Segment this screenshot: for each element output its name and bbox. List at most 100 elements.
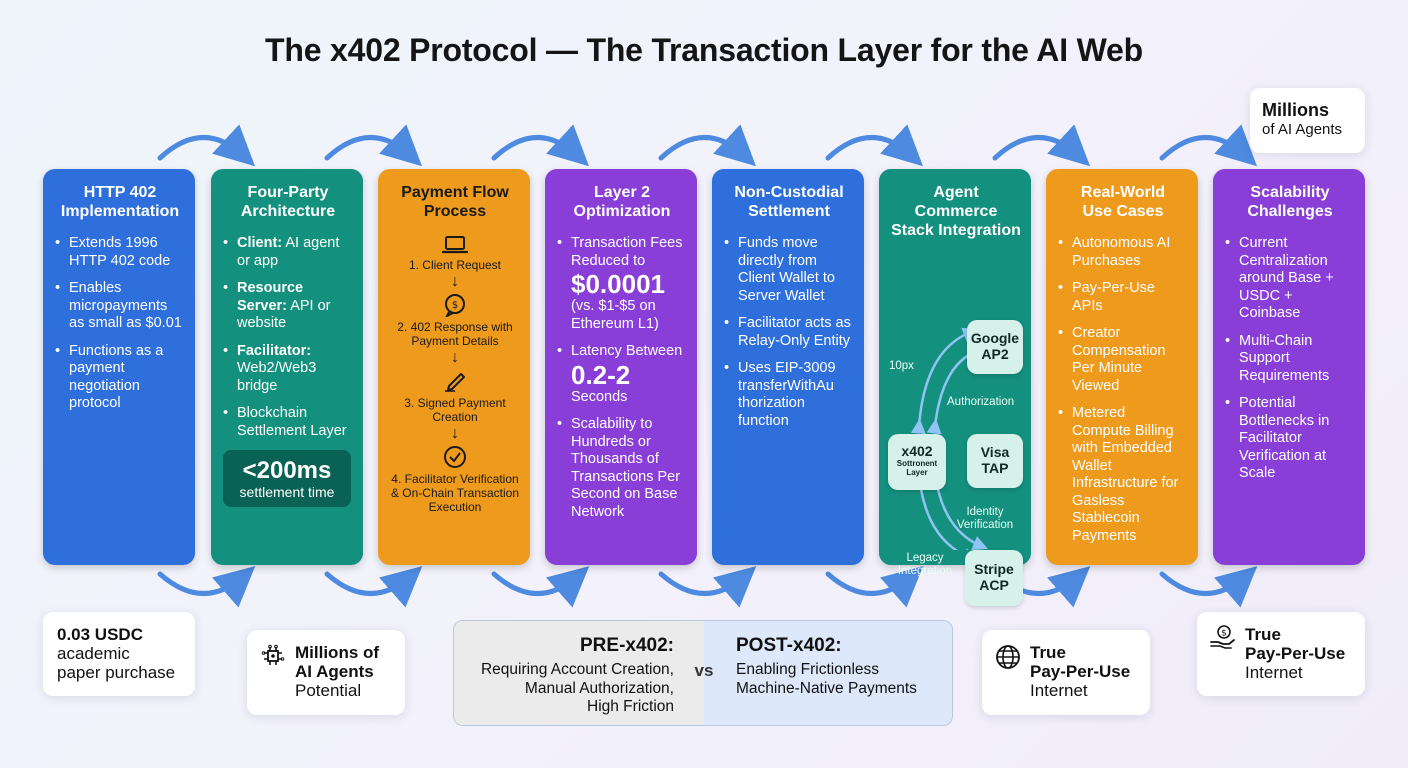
arrow-top-2 [324, 124, 423, 167]
visa-tap-node: Visa TAP [967, 434, 1023, 488]
card-heading: Millions of [295, 643, 380, 662]
bullet: Functions as a payment negotiation proto… [55, 343, 185, 413]
down-arrow-icon: ↓ [451, 349, 459, 366]
post-x402-title: POST-x402: [736, 635, 842, 656]
globe-icon [996, 645, 1020, 669]
card-text: Internet [1245, 663, 1303, 682]
fee-highlight: $0.0001 [571, 269, 665, 299]
stack-label: Legacy Integration [897, 552, 953, 577]
column-four-party: Four-Party Architecture Client: AI agent… [211, 169, 363, 565]
millions-agents-card: Millions of AI Agents [1250, 88, 1365, 153]
x402-label: x402 [901, 443, 933, 459]
bullet: Facilitator acts as Relay-Only Entity [724, 315, 854, 350]
stack-diagram: Google AP2 Visa TAP Stripe ACP x402 Sott… [888, 250, 1023, 606]
bullet: Latency Between 0.2-2 Seconds [557, 343, 687, 406]
card-text: academic [57, 644, 130, 663]
post-x402-text: Enabling Frictionless Machine-Native Pay… [736, 661, 917, 697]
pre-post-comparison: PRE-x402: Requiring Account Creation, Ma… [453, 620, 953, 726]
card-text: Internet [1030, 681, 1088, 700]
arrow-top-1 [157, 124, 256, 167]
card-heading: Pay-Per-Use [1245, 644, 1346, 663]
down-arrow-icon: ↓ [451, 273, 459, 290]
bullet: Current Centralization around Base + USD… [1225, 235, 1355, 323]
column-layer2: Layer 2 Optimization Transaction Fees Re… [545, 169, 697, 565]
column-payment-flow: Payment Flow Process 1. Client Request ↓… [378, 169, 530, 565]
dollar-chat-icon: $ [445, 294, 465, 317]
pre-x402-title: PRE-x402: [580, 635, 674, 656]
stat-value: <200ms [242, 457, 332, 484]
card-text: Potential [295, 681, 362, 700]
flow-step-label: 3. Signed Payment Creation [404, 396, 506, 424]
bullet: Blockchain Settlement Layer [223, 405, 353, 440]
usdc-purchase-card: 0.03 USDC academic paper purchase [43, 612, 195, 696]
card-heading: Pay-Per-Use [1030, 662, 1131, 681]
flow-step-label: 4. Facilitator Verification & On-Chain T… [390, 472, 520, 514]
bullet: Multi-Chain Support Requirements [1225, 333, 1355, 386]
bullet: Resource Server: API or website [223, 280, 353, 333]
pay-per-use-card-2: $ True Pay-Per-Use Internet [1197, 612, 1365, 696]
arrow-bot-2 [324, 566, 423, 608]
bullet-text: API or website [237, 297, 331, 332]
stack-label: Authorization [947, 396, 1015, 408]
flow-step-label: 1. Client Request [408, 258, 502, 272]
bullet-text: Transaction Fees Reduced to [571, 235, 683, 269]
arrow-bot-4 [658, 566, 757, 608]
bullet-text: AI agent or app [237, 235, 340, 269]
card-heading: Millions [1262, 100, 1329, 120]
bullet-text: Blockchain Settlement Layer [237, 405, 347, 439]
card-heading: True [1030, 643, 1066, 662]
column-title: Scalability Challenges [1247, 184, 1333, 220]
bullet: Facilitator: Web2/Web3 bridge [223, 343, 353, 396]
laptop-icon [442, 236, 468, 254]
svg-text:$: $ [452, 300, 458, 311]
bullet: Scalability to Hundreds or Thousands of … [557, 416, 687, 521]
pre-x402-text: Requiring Account Creation, Manual Autho… [480, 661, 674, 715]
bullet-label: Client: [237, 235, 283, 251]
down-arrow-icon: ↓ [451, 425, 459, 442]
column-title: HTTP 402 Implementation [60, 184, 180, 220]
arrow-bot-1 [157, 566, 256, 608]
arrow-top-7 [1159, 124, 1258, 167]
arrow-top-6 [992, 124, 1091, 167]
stripe-acp-node: Stripe ACP [965, 550, 1023, 606]
stack-label: Identity Verification [956, 506, 1014, 531]
bullet-text: Latency Between [571, 343, 683, 359]
bullet: Potential Bottlenecks in Facilitator Ver… [1225, 395, 1355, 483]
pen-sign-icon [445, 373, 465, 392]
x402-sublabel: Sottronent Layer [896, 459, 938, 477]
bullet: Enables micropayments as small as $0.01 [55, 280, 185, 333]
card-heading: 0.03 USDC [57, 625, 143, 644]
google-ap2-node: Google AP2 [967, 320, 1023, 374]
card-text: of AI Agents [1262, 121, 1343, 138]
arrow-bot-3 [491, 566, 590, 608]
bullet: Creator Compensation Per Minute Viewed [1058, 325, 1188, 395]
arrow-top-3 [491, 124, 590, 167]
stat-label: settlement time [239, 484, 335, 500]
card-heading: AI Agents [295, 662, 374, 681]
column-title: Non-Custodial Settlement [734, 184, 844, 220]
bullet: Autonomous AI Purchases [1058, 235, 1188, 270]
flow-steps: 1. Client Request ↓ $ 2. 402 Response wi… [390, 235, 520, 514]
pay-per-use-card-1: True Pay-Per-Use Internet [982, 630, 1150, 715]
arrow-bot-7 [1159, 566, 1258, 608]
settlement-stat: <200ms settlement time [223, 450, 351, 507]
column-title: Payment Flow Process [401, 184, 509, 220]
agents-potential-card: Millions of AI Agents Potential [247, 630, 405, 715]
column-agent-commerce: Agent Commerce Stack Integration Google … [879, 169, 1031, 606]
stack-label: 10px [889, 360, 914, 372]
bullet: Funds move directly from Client Wallet t… [724, 235, 854, 305]
arrow-top-4 [658, 124, 757, 167]
hand-coin-icon: $ [1210, 625, 1235, 649]
column-title: Layer 2 Optimization [573, 184, 671, 220]
bullet-text: (vs. $1-$5 on Ethereum L1) [571, 298, 659, 332]
column-use-cases: Real-World Use Cases Autonomous AI Purch… [1046, 169, 1198, 565]
latency-highlight: 0.2-2 [571, 359, 631, 390]
bullet-text: Web2/Web3 bridge [237, 360, 317, 394]
column-scalability: Scalability Challenges Current Centraliz… [1213, 169, 1365, 565]
column-non-custodial: Non-Custodial Settlement Funds move dire… [712, 169, 864, 565]
bullet-label: Resource Server: [237, 280, 304, 314]
page-title: The x402 Protocol — The Transaction Laye… [265, 32, 1143, 68]
vs-label: vs [694, 661, 714, 680]
column-http-402: HTTP 402 Implementation Extends 1996 HTT… [43, 169, 195, 565]
bullet: Metered Compute Billing with Embedded Wa… [1058, 405, 1188, 545]
